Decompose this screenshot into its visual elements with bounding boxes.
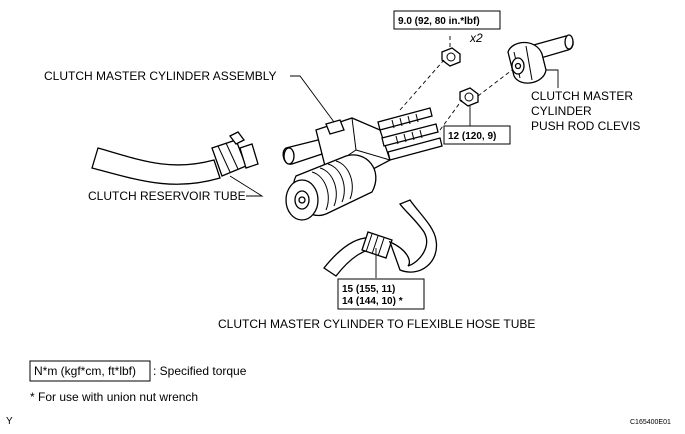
torque-box-nut-mid: 12 (120, 9) (443, 125, 511, 145)
nut-mid-drawing (459, 87, 479, 107)
label-clevis-line3: PUSH ROD CLEVIS (531, 119, 640, 133)
torque-union-line2: 14 (144, 10) * (342, 296, 403, 307)
master-cylinder-body (282, 107, 443, 221)
legend-unit-box: N*m (kgf*cm, ft*lbf) (34, 364, 136, 378)
torque-box-union: 15 (155, 11) 14 (144, 10) * (337, 278, 425, 310)
legend-unit-desc: : Specified torque (153, 364, 247, 378)
torque-nut-mid: 12 (120, 9) (448, 131, 496, 142)
assembly-line-mid (439, 99, 463, 131)
nut-top-drawing (441, 47, 461, 67)
legend-note: * For use with union nut wrench (30, 390, 198, 404)
leader-assembly (290, 75, 335, 123)
push-rod-clevis-drawing (507, 34, 574, 84)
assembly-line-top (399, 59, 445, 111)
torque-nut-top: 9.0 (92, 80 in.*lbf) (398, 16, 480, 27)
hose-tube-drawing (323, 199, 438, 277)
corner-code: C165400E01 (630, 419, 671, 426)
torque-box-nut-top: 9.0 (92, 80 in.*lbf) (393, 10, 501, 30)
leader-reservoir (229, 175, 264, 197)
corner-mark-left: Y (6, 416, 13, 427)
reservoir-tube-drawing (91, 131, 259, 185)
label-reservoir-tube: CLUTCH RESERVOIR TUBE (88, 189, 246, 203)
leader-clevis (546, 69, 559, 88)
label-hose-tube: CLUTCH MASTER CYLINDER TO FLEXIBLE HOSE … (218, 317, 535, 331)
assembly-line-clevis (477, 69, 513, 97)
label-master-cylinder-assembly: CLUTCH MASTER CYLINDER ASSEMBLY (44, 69, 277, 83)
label-clevis-line2: CYLINDER (531, 104, 592, 118)
legend: N*m (kgf*cm, ft*lbf) : Specified torque … (29, 360, 247, 404)
label-clevis-line1: CLUTCH MASTER (531, 89, 633, 103)
torque-nut-top-qty: x2 (469, 31, 483, 45)
torque-union-line1: 15 (155, 11) (342, 284, 395, 295)
